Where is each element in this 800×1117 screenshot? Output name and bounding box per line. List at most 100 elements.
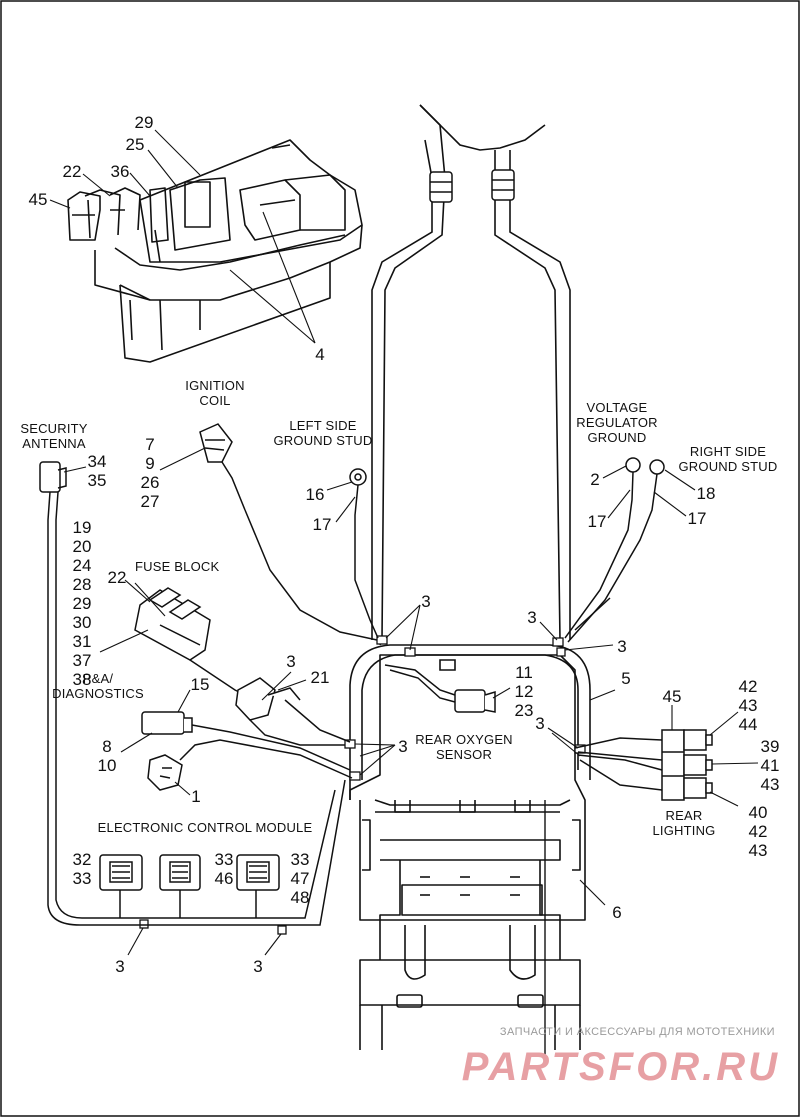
callout-45: 45 xyxy=(29,190,48,209)
caption-left-ground-2: GROUND STUD xyxy=(274,433,373,448)
callout-o2-12: 12 xyxy=(515,682,534,701)
callout-3-right-b: 3 xyxy=(617,637,626,656)
callout-3-fuse: 3 xyxy=(286,652,295,671)
callout-ignition-27: 27 xyxy=(141,492,160,511)
left-ground-leaders xyxy=(326,481,356,523)
callout-17-right: 17 xyxy=(688,509,707,528)
callout-16: 16 xyxy=(306,485,325,504)
caption-vr-ground-1: VOLTAGE xyxy=(587,400,648,415)
ignition-coil-connector xyxy=(199,423,378,641)
callout-ecm-47: 47 xyxy=(291,869,310,888)
callout-6: 6 xyxy=(612,903,621,922)
fuse-block xyxy=(134,587,256,701)
right-ground-wires xyxy=(564,457,665,643)
callout-ecm-33c: 33 xyxy=(291,850,310,869)
callout-3-mid-left: 3 xyxy=(398,737,407,756)
callout-fuse-30: 30 xyxy=(73,613,92,632)
callout-fuse-37: 37 xyxy=(73,651,92,670)
main-harness-trunks xyxy=(371,104,571,641)
caption-left-ground-1: LEFT SIDE xyxy=(289,418,356,433)
callout-lighting-43c: 43 xyxy=(749,841,768,860)
callout-15: 15 xyxy=(191,675,210,694)
callout-3-mid-right: 3 xyxy=(535,714,544,733)
callout-antenna-35: 35 xyxy=(88,471,107,490)
bracket-assembly xyxy=(67,139,363,363)
callout-5: 5 xyxy=(621,669,630,688)
caption-security-antenna-1: SECURITY xyxy=(20,421,87,436)
callout-ignition-7: 7 xyxy=(145,435,154,454)
callout-lighting-42: 42 xyxy=(739,677,758,696)
pa-diagnostics-connector xyxy=(141,711,353,791)
callout-pa-10: 10 xyxy=(98,756,117,775)
watermark-tagline: ЗАПЧАСТИ И АКСЕССУАРЫ ДЛЯ МОТОТЕХНИКИ xyxy=(500,1026,775,1038)
callout-o2-11: 11 xyxy=(515,663,533,682)
caption-rear-oxygen-2: SENSOR xyxy=(436,747,492,762)
caption-ignition-coil-1: IGNITION xyxy=(185,378,244,393)
caption-ecm: ELECTRONIC CONTROL MODULE xyxy=(98,820,313,835)
callout-22: 22 xyxy=(63,162,82,181)
callout-ecm-33b: 33 xyxy=(215,850,234,869)
caption-pa-diagnostics-1: P&A/ xyxy=(83,671,114,686)
callout-fuse-38: 38 xyxy=(73,670,92,689)
left-ground-stud xyxy=(349,468,379,639)
callout-lighting-41: 41 xyxy=(761,756,780,775)
ecm-clip-leaders xyxy=(127,927,282,956)
caption-right-ground-2: GROUND STUD xyxy=(679,459,778,474)
callout-lighting-45: 45 xyxy=(663,687,682,706)
callout-ignition-26: 26 xyxy=(141,473,160,492)
callout-lighting-39: 39 xyxy=(761,737,780,756)
callout-lighting-44: 44 xyxy=(739,715,758,734)
caption-rear-lighting-2: LIGHTING xyxy=(653,823,716,838)
trunk-boots xyxy=(429,169,515,203)
callout-ecm-46: 46 xyxy=(215,869,234,888)
callout-ecm-48: 48 xyxy=(291,888,310,907)
caption-pa-diagnostics-2: DIAGNOSTICS xyxy=(52,686,144,701)
callout-3-right-a: 3 xyxy=(527,608,536,627)
watermark: ЗАПЧАСТИ И АКСЕССУАРЫ ДЛЯ МОТОТЕХНИКИ PA… xyxy=(462,1026,780,1089)
pa-leaders xyxy=(120,689,191,796)
caption-vr-ground-2: REGULATOR xyxy=(576,415,658,430)
callout-3-bottom-left: 3 xyxy=(115,957,124,976)
rear-oxygen-sensor-connector xyxy=(384,664,496,713)
right-ground-leaders xyxy=(602,465,696,519)
lighting-leaders xyxy=(547,689,759,906)
captions: IGNITION COIL LEFT SIDE GROUND STUD VOLT… xyxy=(20,378,777,838)
frame-chassis xyxy=(349,654,586,1055)
clip-leaders xyxy=(354,604,614,776)
callout-lighting-40: 40 xyxy=(749,803,768,822)
watermark-logo: PARTSFOR.RU xyxy=(462,1045,780,1089)
callout-17-vr: 17 xyxy=(588,512,607,531)
callout-fuse-22: 22 xyxy=(108,568,127,587)
ignition-leaders xyxy=(159,447,206,471)
bracket-leaders xyxy=(49,129,316,344)
callout-pa-8: 8 xyxy=(102,737,111,756)
rear-lighting-connectors xyxy=(574,729,713,801)
callout-ecm-33a: 33 xyxy=(73,869,92,888)
callout-29: 29 xyxy=(135,113,154,132)
callout-4: 4 xyxy=(315,345,324,364)
callout-2: 2 xyxy=(590,470,599,489)
callout-18: 18 xyxy=(697,484,716,503)
callout-lighting-43a: 43 xyxy=(739,696,758,715)
callout-25: 25 xyxy=(126,135,145,154)
caption-vr-ground-3: GROUND xyxy=(588,430,647,445)
callout-antenna-34: 34 xyxy=(88,452,107,471)
caption-fuse-block: FUSE BLOCK xyxy=(135,559,219,574)
callout-fuse-24: 24 xyxy=(73,556,92,575)
callout-3-top-left: 3 xyxy=(421,592,430,611)
callout-21: 21 xyxy=(311,668,330,687)
caption-rear-lighting-1: REAR xyxy=(666,808,703,823)
callout-numbers: 29 25 22 36 45 4 7 9 26 27 34 35 16 17 2… xyxy=(29,113,780,976)
callout-fuse-19: 19 xyxy=(73,518,92,537)
ecm-connectors xyxy=(99,854,280,918)
callout-lighting-43b: 43 xyxy=(761,775,780,794)
callout-lighting-42b: 42 xyxy=(749,822,768,841)
caption-rear-oxygen-1: REAR OXYGEN xyxy=(415,732,513,747)
callout-o2-23: 23 xyxy=(515,701,534,720)
callout-fuse-20: 20 xyxy=(73,537,92,556)
callout-17-left: 17 xyxy=(313,515,332,534)
o2-leaders xyxy=(492,687,511,699)
